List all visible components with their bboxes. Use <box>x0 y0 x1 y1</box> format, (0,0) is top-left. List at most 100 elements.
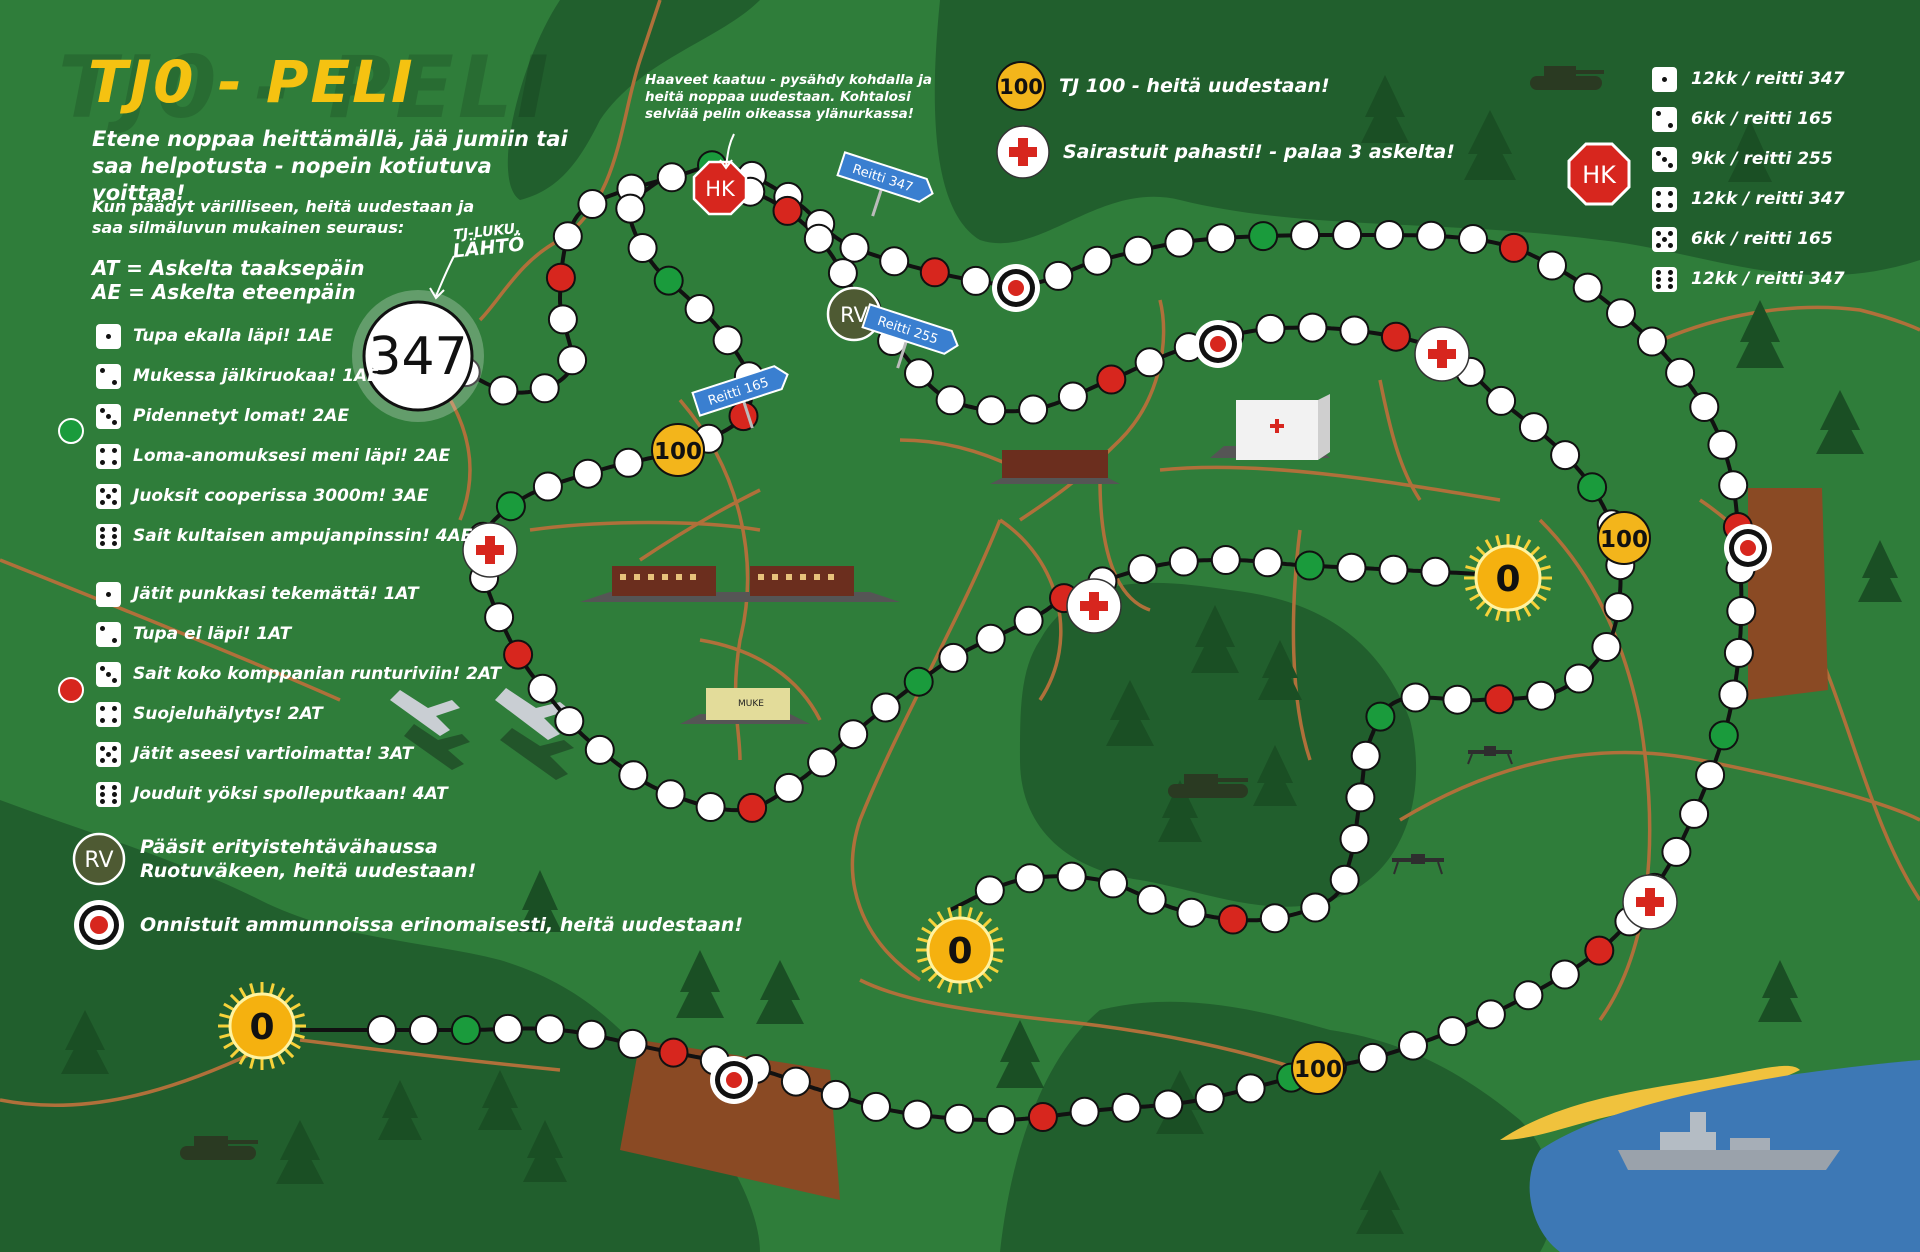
board-space <box>919 257 950 288</box>
board-space <box>827 258 858 289</box>
forest-region-center <box>1020 582 1417 907</box>
rule-item: Sait kultaisen ampujanpinssin! 4AE <box>96 522 472 550</box>
board-space <box>1695 760 1726 791</box>
target-space <box>992 264 1040 312</box>
board-space <box>1365 701 1396 732</box>
board-space <box>1723 637 1754 668</box>
board-space <box>904 358 934 389</box>
board-space <box>1136 884 1167 915</box>
dice-4-icon <box>96 443 121 469</box>
board-space <box>584 734 615 765</box>
board-space <box>1498 232 1529 263</box>
board-space <box>712 325 743 356</box>
hk-outcome-item: 9kk / reitti 255 <box>1652 144 1833 174</box>
board-space <box>1603 592 1634 623</box>
board-space <box>870 692 901 723</box>
board-space <box>1206 223 1237 254</box>
dice-1-icon <box>96 323 121 349</box>
board-space <box>576 1019 607 1050</box>
rule-text: Suojeluhälytys! 2AT <box>133 704 323 724</box>
rule-text: Mukessa jälkiruokaa! 1AE <box>133 366 379 386</box>
svg-text:0: 0 <box>249 1007 274 1048</box>
board-space <box>1218 904 1248 935</box>
board-space <box>1127 554 1158 585</box>
board-space <box>492 1013 523 1044</box>
hk-outcome-item: 12kk / reitti 347 <box>1652 184 1845 214</box>
board-space <box>1572 272 1603 303</box>
board-space <box>839 232 870 263</box>
shore <box>1500 1065 1800 1140</box>
dice-3-icon <box>96 403 121 429</box>
board-space <box>1300 892 1331 923</box>
board-space <box>1168 546 1199 577</box>
hk-outcome-text: 12kk / reitti 347 <box>1691 69 1845 89</box>
board-space <box>1069 1096 1100 1127</box>
board-space <box>554 706 585 737</box>
rule-text: Jätit punkkasi tekemättä! 1AT <box>133 584 419 604</box>
board-space <box>1332 220 1363 250</box>
rule-text: Loma-anomuksesi meni läpi! 2AE <box>133 446 451 466</box>
board-space <box>1513 980 1544 1011</box>
board-space <box>653 265 684 296</box>
board-space <box>532 471 563 502</box>
rule-item: Suojeluhälytys! 2AT <box>96 700 323 728</box>
dice-1-icon <box>96 581 121 607</box>
board-space <box>366 1015 397 1045</box>
board-space <box>1400 682 1431 713</box>
dice-2-icon <box>96 363 121 389</box>
rule-text: Sait kultaisen ampujanpinssin! 4AE <box>133 526 473 546</box>
abbr-at: AT = Askelta taaksepäin <box>92 256 365 280</box>
board-space <box>807 747 838 778</box>
zero-sun-space: 0 <box>916 906 1004 994</box>
board-space <box>1718 679 1749 710</box>
board-space <box>1339 315 1370 346</box>
dice-3-icon <box>1652 146 1677 172</box>
board-space <box>1056 861 1087 892</box>
target-space <box>1724 524 1772 572</box>
board-space <box>1057 381 1088 412</box>
svg-text:100: 100 <box>654 439 702 465</box>
fighter-jets <box>390 688 574 780</box>
board-space <box>1134 347 1165 378</box>
board-space <box>1329 864 1360 895</box>
board-space <box>902 1099 933 1130</box>
sign-reitti-347: Reitti 347 <box>836 151 934 217</box>
board-space <box>1537 250 1567 281</box>
trees <box>61 75 1902 1234</box>
board-space <box>1378 554 1409 585</box>
board-space <box>1665 357 1696 388</box>
rule-item: Jätit punkkasi tekemättä! 1AT <box>96 580 419 608</box>
svg-text:0: 0 <box>1495 559 1520 600</box>
muke-label: MUKE <box>738 699 764 709</box>
board-space <box>534 1014 565 1045</box>
rule-item: Tupa ekalla läpi! 1AE <box>96 322 333 350</box>
board-space <box>772 195 803 226</box>
svg-text:100: 100 <box>1600 527 1648 553</box>
start-space: 347 <box>352 290 484 422</box>
svg-text:0: 0 <box>947 931 972 972</box>
red-cross-space <box>1622 874 1678 930</box>
red-cross-icon <box>996 125 1050 179</box>
board-space <box>1591 632 1622 662</box>
hk-note: Haaveet kaatuu - pysähdy kohdalla ja hei… <box>645 72 933 122</box>
board-space <box>488 375 519 406</box>
board-space <box>1290 220 1321 251</box>
board-space <box>1398 1030 1428 1061</box>
board-space <box>737 792 768 823</box>
start-arrow-icon <box>429 255 455 300</box>
board-space <box>820 1079 851 1110</box>
svg-text:HK: HK <box>705 177 736 201</box>
rule-text: Jouduit yöksi spolleputkaan! 4AT <box>133 784 448 804</box>
hk-outcome-item: 12kk / reitti 347 <box>1652 264 1845 294</box>
tanks <box>180 66 1604 1160</box>
rule-text: Tupa ekalla läpi! 1AE <box>133 326 333 346</box>
board-space <box>975 623 1006 654</box>
board-space <box>1380 321 1411 352</box>
board-space <box>879 246 910 277</box>
legend-sick-text: Sairastuit pahasti! - palaa 3 askelta! <box>1063 141 1455 163</box>
board-space <box>617 1028 648 1059</box>
board-space <box>618 760 649 791</box>
board-space <box>1027 1102 1058 1132</box>
